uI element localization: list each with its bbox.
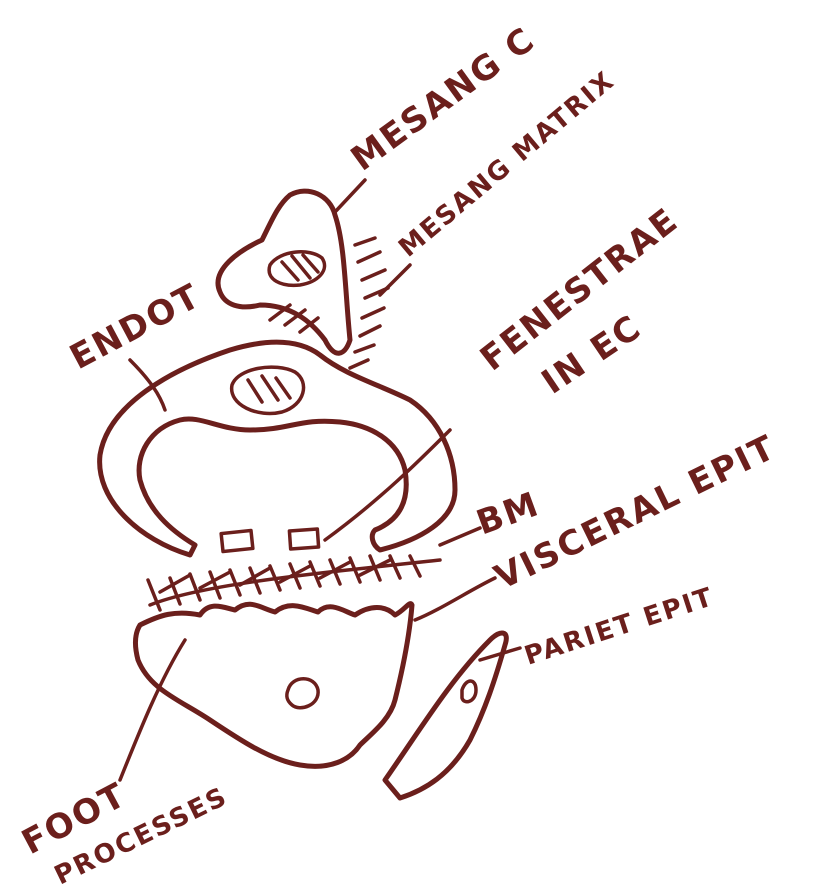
label-endot: ENDOT <box>63 276 207 378</box>
fenestra-1 <box>221 530 253 551</box>
endothelial-nucleus-hatching <box>248 376 290 402</box>
basement-membrane <box>148 556 440 610</box>
mesangial-cell-body <box>218 191 350 353</box>
visceral-nucleus <box>287 679 318 708</box>
leader-lines <box>120 180 520 780</box>
endothelial-cell <box>100 342 455 555</box>
mesangial-nucleus-hatching <box>282 255 318 280</box>
label-bm: BM <box>471 484 545 543</box>
parietal-nucleus <box>462 681 476 702</box>
label-pariet-epit: PARIET EPIT <box>521 582 718 671</box>
fenestra-2 <box>289 529 318 549</box>
endothelial-nucleus <box>232 367 304 413</box>
visceral-epithelial-cell <box>136 604 412 767</box>
